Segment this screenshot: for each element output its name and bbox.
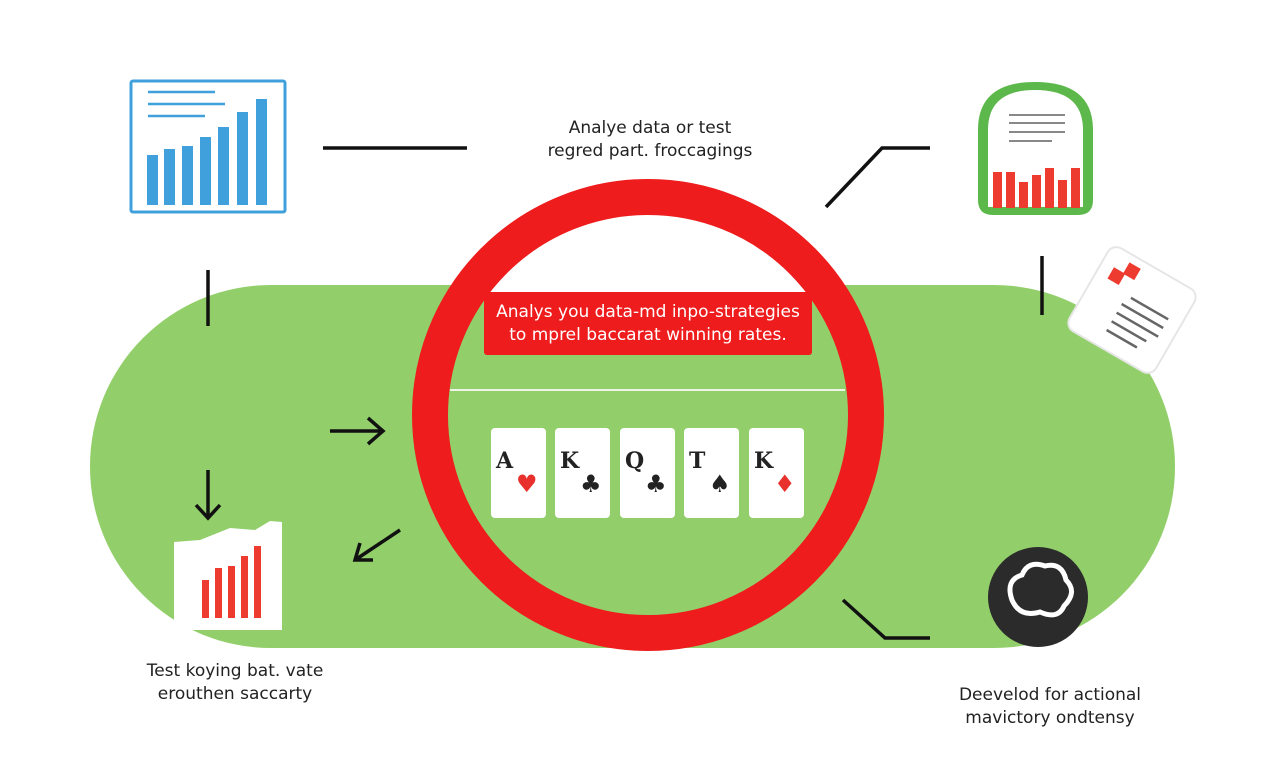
heart-icon: ♥: [516, 470, 538, 498]
top-caption: Analye data or test regred part. froccag…: [500, 117, 800, 163]
bottom-right-caption-line1: Deevelod for actional: [958, 685, 1142, 705]
bottom-right-caption: Deevelod for actional mavictory ondtensy: [935, 684, 1165, 730]
playing-card: K♦: [749, 428, 804, 518]
top-caption-line1: Analye data or test: [568, 118, 732, 138]
playing-card: A♥: [491, 428, 546, 518]
spade-icon: ♠: [709, 470, 731, 498]
club-icon: ♣: [580, 470, 602, 498]
diamond-icon: ♦: [774, 470, 796, 498]
card-rank: Q: [625, 448, 645, 474]
playing-card: Q♣: [620, 428, 675, 518]
bottom-left-caption: Test koying bat. vate erouthen saccarty: [120, 660, 350, 706]
playing-card: K♣: [555, 428, 610, 518]
club-icon: ♣: [645, 470, 667, 498]
arrow-down-left-icon: [352, 528, 401, 562]
bar-chart-icon: [129, 79, 287, 214]
bottom-left-caption-line1: Test koying bat. vate: [146, 661, 324, 681]
playing-card: T♠: [684, 428, 739, 518]
bottom-left-caption-line2: erouthen saccarty: [157, 684, 313, 704]
cloud-brain-icon: [988, 547, 1088, 647]
banner-line2: to mprel baccarat winning rates.: [509, 324, 787, 345]
strategy-banner: Analys you data-md inpo-strategies to mp…: [484, 292, 812, 355]
card-rank: K: [560, 448, 580, 474]
bottom-right-caption-line2: mavictory ondtensy: [965, 708, 1135, 728]
arrow-down-icon: [194, 470, 222, 521]
report-document-icon: [978, 82, 1093, 215]
card-rank: K: [754, 448, 774, 474]
connector-bottom-right: [841, 598, 930, 640]
connector-top-right: [824, 146, 930, 209]
arrow-right-icon: [330, 416, 386, 446]
banner-line1: Analys you data-md inpo-strategies: [496, 301, 800, 322]
card-rank: A: [496, 448, 514, 474]
card-rank: T: [689, 448, 706, 474]
rising-chart-icon: [174, 521, 282, 630]
top-caption-line2: regred part. froccagings: [547, 141, 753, 161]
tilted-note-icon: [1067, 246, 1197, 374]
red-ring: [412, 179, 884, 651]
